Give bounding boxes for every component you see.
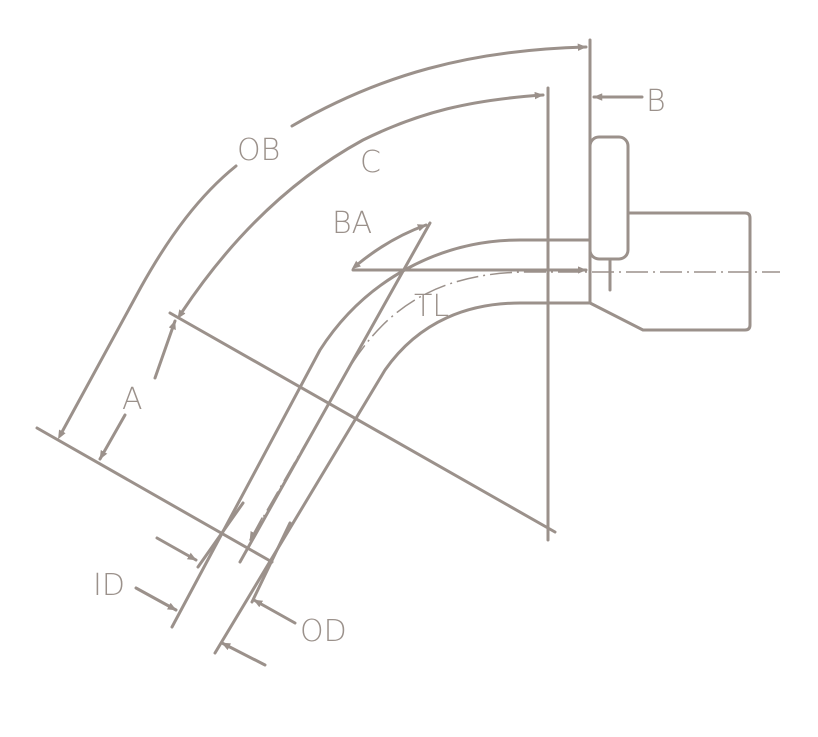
b-label: B	[646, 84, 666, 119]
id-label: ID	[93, 568, 125, 603]
od-label: OD	[300, 614, 347, 649]
tl-arrow	[249, 517, 263, 541]
ba-angle-line	[238, 221, 432, 564]
ba-label: BA	[332, 206, 372, 241]
a-label: A	[122, 382, 143, 417]
od-arrow-upper	[252, 598, 297, 625]
ob-dimension-arc-upper	[290, 43, 588, 128]
a-arrow-lower	[98, 413, 127, 461]
c-dimension-arc	[177, 91, 545, 319]
a-arrow-upper	[153, 319, 177, 380]
ba-angle-arc	[351, 223, 428, 270]
tube-centerline	[249, 271, 780, 541]
tube-inner-wall	[213, 301, 592, 655]
ob-dimension-arc	[58, 164, 238, 440]
a-extension-lower	[35, 426, 274, 564]
tl-label: TL	[414, 289, 449, 324]
od-arrow-lower	[220, 641, 267, 667]
die-block	[588, 211, 752, 332]
id-arrow-lower	[134, 586, 178, 612]
id-extension-line	[196, 501, 245, 569]
c-label: C	[360, 145, 381, 180]
clamp-block	[588, 135, 630, 261]
id-arrow-upper	[155, 536, 198, 562]
ob-label: OB	[237, 133, 280, 168]
a-extension-upper	[168, 311, 557, 534]
